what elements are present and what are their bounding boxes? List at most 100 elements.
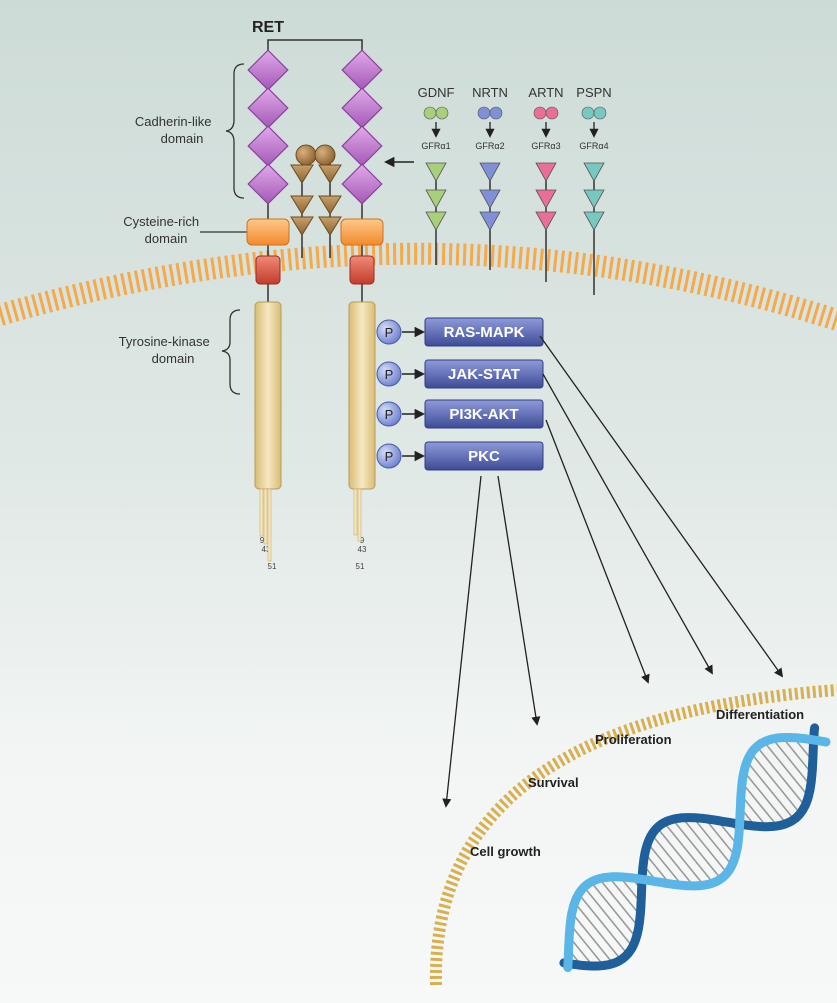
kinase-brace	[221, 309, 241, 395]
ligand-name-pspn: PSPN	[576, 85, 611, 100]
dna-base-pair	[663, 822, 714, 884]
transmembrane-domain-left	[255, 255, 281, 285]
dna-strand-light	[563, 733, 831, 973]
dna-base-pair	[656, 827, 705, 886]
tail-isoform-left-1	[259, 488, 264, 537]
dna-base-pair	[746, 760, 795, 820]
arrow-jak-stat	[542, 373, 713, 675]
ret-receptor-left: 943 51	[246, 49, 290, 571]
outcome-differentiation: Differentiation	[716, 707, 804, 722]
cysteine-label-line-1: Cysteine-rich	[123, 214, 199, 229]
ligand-ball-artn-1	[533, 106, 547, 120]
dna-base-pair	[608, 876, 641, 916]
ligand-name-artn: ARTN	[528, 85, 563, 100]
arrow-pkc-growth	[442, 475, 482, 808]
ret-receptor-right: 943 51	[340, 49, 384, 571]
signaling-arrows	[442, 335, 784, 808]
cadherin-domain-label: Cadherin-like domain	[135, 114, 215, 146]
cadherin-domain-right-4	[341, 163, 383, 205]
coreceptor-label-nrtn: GFRα2	[475, 141, 504, 151]
ligand-name-gdnf: GDNF	[418, 85, 455, 100]
tail-label-left-2: 43	[262, 545, 271, 554]
phospho-label-2: P	[385, 367, 394, 382]
tail-label-left-1: 9	[260, 536, 265, 545]
ligand-ball-artn-2	[545, 106, 559, 120]
coreceptor-domain-artn-1	[535, 162, 557, 182]
bound-gfr-domain-6	[318, 216, 342, 236]
ligand-ball-gdnf-2	[435, 106, 449, 120]
dna-base-pair	[647, 842, 683, 886]
cysteine-rich-domain-left	[246, 218, 290, 246]
cadherin-domain-left-3	[247, 125, 289, 167]
pathway-box-ras-mapk	[424, 317, 544, 347]
cadherin-label-line-2: domain	[161, 131, 204, 146]
arrow-pi3k-akt	[545, 419, 650, 684]
kinase-label-line-2: domain	[152, 351, 195, 366]
dna-base-pair	[583, 886, 634, 948]
tail-isoform-right-1	[353, 488, 358, 536]
coreceptor-domain-pspn-2	[583, 189, 605, 209]
coreceptor-label-gdnf: GFRα1	[421, 141, 450, 151]
tail-label-right-3: 51	[356, 562, 365, 571]
ret-title: RET	[252, 19, 284, 36]
dna-helix	[559, 723, 831, 973]
arrow-pkc-survival	[497, 475, 541, 726]
dna-base-pair	[598, 878, 640, 928]
dna-base-pair	[671, 818, 722, 880]
phospho-site-1	[376, 319, 402, 345]
dna-base-pair	[578, 893, 629, 955]
dna-base-pair	[741, 782, 778, 827]
tail-label-right-2: 43	[358, 545, 367, 554]
bound-gfr-domain-3	[290, 216, 314, 236]
tyrosine-kinase-domain-right	[348, 301, 376, 490]
phospho-label-4: P	[385, 449, 394, 464]
coreceptor-label-artn: GFRα3	[531, 141, 560, 151]
tail-label-right-1: 9	[360, 536, 365, 545]
dna-base-pair	[681, 817, 728, 874]
phospho-site-4	[376, 443, 402, 469]
dna-base-pair	[763, 741, 810, 797]
ligand-ball-pspn-1	[581, 106, 595, 120]
gfr-complex-bound	[290, 144, 342, 258]
pathway-box-pkc	[424, 441, 544, 471]
dna-base-pair	[782, 737, 813, 775]
coreceptor-domain-artn-2	[535, 189, 557, 209]
ligand-ball-pspn-2	[593, 106, 607, 120]
cadherin-domain-left-1	[247, 49, 289, 91]
phospho-label-3: P	[385, 407, 394, 422]
tyrosine-kinase-domain-left	[254, 301, 282, 490]
bound-gfr-domain-4	[318, 164, 342, 184]
coreceptor-domain-nrtn-3	[479, 211, 501, 231]
cadherin-domain-right-3	[341, 125, 383, 167]
cysteine-rich-domain-right	[340, 218, 384, 246]
pathway-box-pi3k-akt	[424, 399, 544, 429]
coreceptor-domain-pspn-3	[583, 211, 605, 231]
coreceptor-domain-gdnf-2	[425, 189, 447, 209]
cadherin-brace	[225, 63, 245, 199]
coreceptor-domain-gdnf-3	[425, 211, 447, 231]
cysteine-domain-label: Cysteine-rich domain	[123, 214, 202, 246]
dna-base-pair	[743, 770, 787, 825]
coreceptor-domain-artn-3	[535, 211, 557, 231]
kinase-domain-label: Tyrosine-kinase domain	[119, 334, 214, 366]
coreceptor-label-pspn: GFRα4	[579, 141, 608, 151]
ligand-ball-gdnf-1	[423, 106, 437, 120]
pathway-label-pi3k-akt: PI3K-AKT	[449, 406, 518, 423]
coreceptor-domain-nrtn-1	[479, 162, 501, 182]
phospho-site-2	[376, 361, 402, 387]
tail-label-left-3: 51	[268, 562, 277, 571]
ligand-receptor-group: GDNF GFRα1 NRTN GFRα2 ARTN GFRα3 PSPN GFRα4	[418, 85, 612, 295]
dna-base-pair	[756, 746, 806, 807]
bound-gfr-domain-2	[290, 195, 314, 215]
transmembrane-domain-right	[349, 255, 375, 285]
cadherin-domain-left-2	[247, 87, 289, 129]
ligand-ball-nrtn-1	[477, 106, 491, 120]
tail-isoform-left-2	[263, 488, 268, 545]
nuclear-membrane	[429, 684, 837, 986]
bound-ligand-ball-right	[314, 144, 336, 166]
pathway-label-ras-mapk: RAS-MAPK	[444, 324, 525, 341]
ligand-name-nrtn: NRTN	[472, 85, 508, 100]
pathway-label-pkc: PKC	[468, 448, 500, 465]
